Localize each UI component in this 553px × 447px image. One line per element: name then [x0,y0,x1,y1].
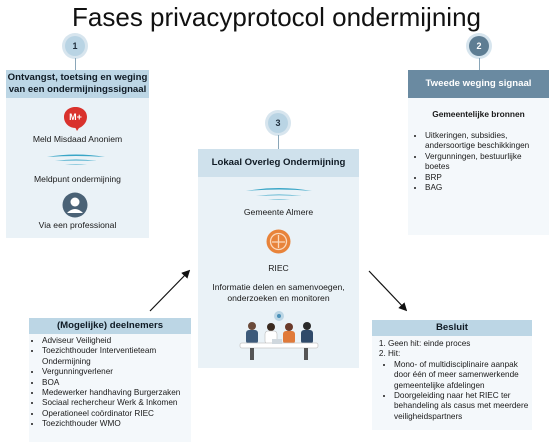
professional-person-icon [62,192,88,218]
source-professional-label: Via een professional [38,220,117,230]
mma-logo-icon: M+ [62,106,89,132]
participants-heading: (Mogelijke) deelnemers [29,318,191,334]
box2-panel [408,98,549,235]
mma-logo-text: M+ [69,112,82,122]
gemeente-bron-item: Uitkeringen, subsidies, andersoortige be… [425,131,547,152]
step-2-badge: 2 [469,36,489,56]
decision-panel [372,336,532,430]
source-mma-label: Meld Misdaad Anoniem [32,134,123,144]
box1-heading: Ontvangst, toetsing en weging van een on… [6,70,149,98]
meldpunt-waves-icon [45,153,107,167]
box3-heading: Lokaal Overleg Ondermijning [198,149,359,177]
participant-item: BOA [42,378,190,388]
source-meldpunt-label: Meldpunt ondermijning [34,174,121,184]
step-3-badge: 3 [268,113,288,133]
participant-item: Adviseur Veiligheid [42,336,190,346]
decision-hit-label: Hit: [388,349,401,359]
box2-heading: Tweede weging signaal [408,70,549,98]
decision-option-hit: Hit: Mono- of multidisciplinaire aanpak … [388,349,530,422]
gemeente-almere-logo-icon [244,186,314,202]
decision-sub-item: Mono- of multidisciplinaire aanpak door … [394,360,530,391]
meeting-illustration-icon [236,310,322,364]
participant-item: Vergunningverlener [42,367,190,377]
participant-item: Toezichthouder WMO [42,419,190,429]
arrow-participants-to-overleg [149,269,191,312]
box2-list: Uitkeringen, subsidies, andersoortige be… [415,131,547,193]
participant-item: Medewerker handhaving Burgerzaken [42,388,190,398]
step-3-connector [278,135,279,149]
decision-heading: Besluit [372,320,532,336]
participant-item: Toezichthouder Interventieteam Ondermijn… [42,346,190,367]
decision-sub-item: Doorgeleiding naar het RIEC ter behandel… [394,391,530,422]
participants-list: Adviseur Veiligheid Toezichthouder Inter… [32,336,190,430]
riec-logo-icon [266,229,291,254]
gemeente-bron-item: BRP [425,173,547,183]
member-riec: RIEC [268,263,289,273]
participants-panel [29,334,191,442]
box3-panel [198,177,359,368]
member-gemeente-almere: Gemeente Almere [243,207,314,217]
step-1-badge: 1 [65,36,85,56]
arrow-overleg-to-besluit [368,270,408,312]
box2-subheading: Gemeentelijke bronnen [432,109,525,119]
gemeente-bron-item: BAG [425,183,547,193]
participant-item: Operationeel coördinator RIEC [42,409,190,419]
participant-item: Sociaal rechercheur Werk & Inkomen [42,398,190,408]
gemeente-bron-item: Vergunningen, bestuurlijke boetes [425,152,547,173]
decision-list: Geen hit: einde proces Hit: Mono- of mul… [376,339,530,422]
step-1-connector [75,58,76,70]
decision-option-no-hit: Geen hit: einde proces [388,339,530,349]
step-2-connector [479,58,480,70]
box3-description: Informatie delen en samenvoegen, onderzo… [212,282,345,303]
page-title: Fases privacyprotocol ondermijning [72,2,481,32]
